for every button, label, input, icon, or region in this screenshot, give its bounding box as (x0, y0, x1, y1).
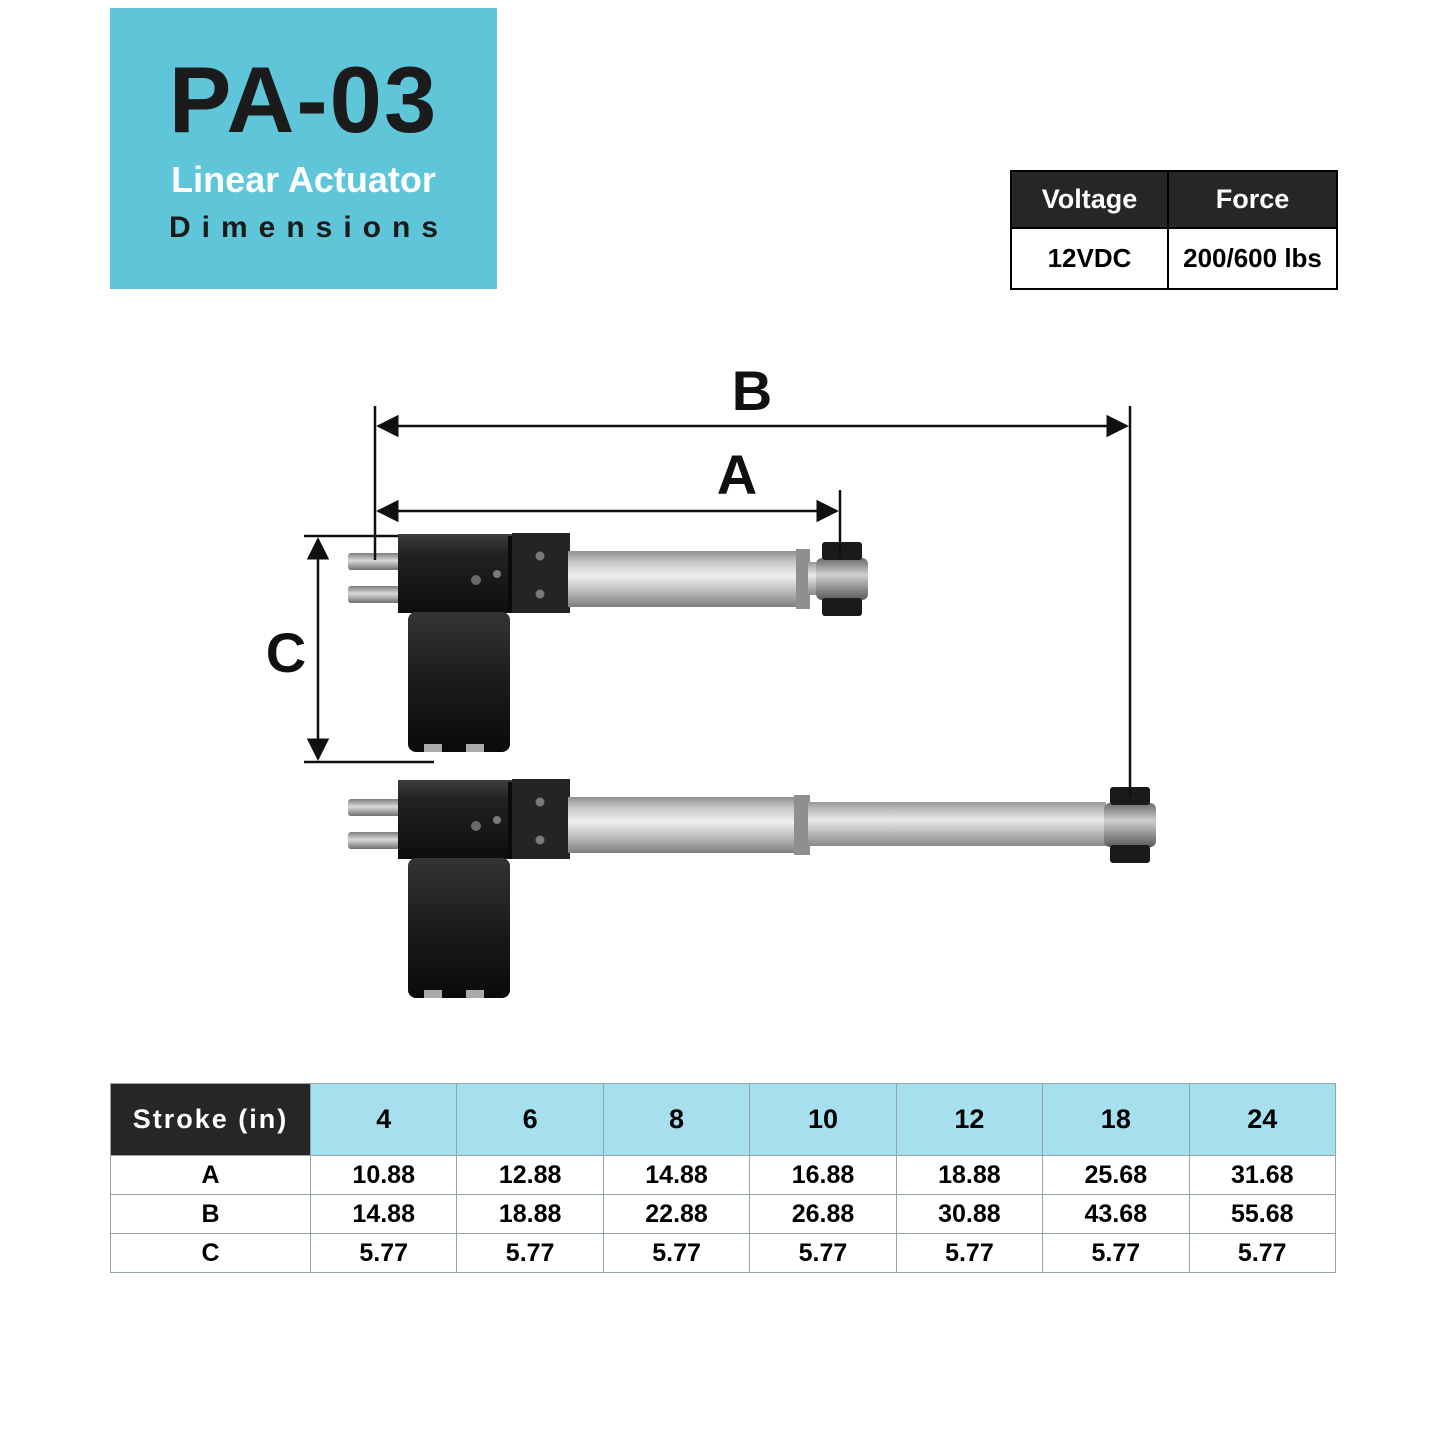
table-cell: 5.77 (456, 1233, 604, 1273)
table-cell: 55.68 (1188, 1194, 1337, 1234)
table-cell: 5.77 (895, 1233, 1044, 1273)
stroke-header-cell: Stroke (in) (110, 1083, 311, 1156)
table-cell: 18.88 (895, 1155, 1044, 1195)
table-row-a: A 10.88 12.88 14.88 16.88 18.88 25.68 31… (110, 1155, 1337, 1195)
stroke-column-header: 24 (1188, 1083, 1337, 1156)
table-cell: 26.88 (749, 1194, 897, 1234)
spec-table-header-row: Voltage Force (1010, 170, 1338, 229)
stroke-column-header: 18 (1042, 1083, 1190, 1156)
table-cell: 5.77 (1188, 1233, 1337, 1273)
voltage-value: 12VDC (1010, 227, 1169, 290)
product-subtitle: Linear Actuator (171, 158, 436, 200)
row-label-a: A (110, 1155, 311, 1195)
table-cell: 10.88 (309, 1155, 458, 1195)
voltage-header: Voltage (1010, 170, 1169, 229)
dimension-lines (304, 406, 1132, 798)
table-cell: 16.88 (749, 1155, 897, 1195)
table-row-b: B 14.88 18.88 22.88 26.88 30.88 43.68 55… (110, 1194, 1337, 1234)
force-header: Force (1167, 170, 1338, 229)
spec-table: Voltage Force 12VDC 200/600 lbs (1010, 170, 1338, 290)
table-cell: 18.88 (456, 1194, 604, 1234)
page-title: Dimensions (168, 210, 450, 244)
title-card: PA-03 Linear Actuator Dimensions (110, 8, 497, 289)
dimension-table-header-row: Stroke (in) 4 6 8 10 12 18 24 (110, 1083, 1337, 1156)
table-cell: 12.88 (456, 1155, 604, 1195)
stroke-column-header: 6 (456, 1083, 604, 1156)
spec-table-value-row: 12VDC 200/600 lbs (1010, 227, 1338, 290)
dimension-label-c: C (266, 621, 306, 684)
product-model: PA-03 (168, 46, 439, 152)
table-cell: 14.88 (602, 1155, 751, 1195)
actuator-extended-view (348, 779, 1156, 998)
table-cell: 5.77 (309, 1233, 458, 1273)
row-label-b: B (110, 1194, 311, 1234)
row-label-c: C (110, 1233, 311, 1273)
stroke-column-header: 12 (895, 1083, 1044, 1156)
actuator-retracted-view (348, 533, 868, 752)
force-value: 200/600 lbs (1167, 227, 1338, 290)
table-cell: 31.68 (1188, 1155, 1337, 1195)
table-cell: 5.77 (1042, 1233, 1190, 1273)
dimension-table: Stroke (in) 4 6 8 10 12 18 24 A 10.88 12… (110, 1083, 1337, 1273)
table-cell: 22.88 (602, 1194, 751, 1234)
table-row-c: C 5.77 5.77 5.77 5.77 5.77 5.77 5.77 (110, 1233, 1337, 1273)
stroke-column-header: 10 (749, 1083, 897, 1156)
table-cell: 5.77 (602, 1233, 751, 1273)
dimension-label-a: A (717, 443, 757, 506)
table-cell: 25.68 (1042, 1155, 1190, 1195)
table-cell: 5.77 (749, 1233, 897, 1273)
stroke-column-header: 8 (602, 1083, 751, 1156)
table-cell: 30.88 (895, 1194, 1044, 1234)
table-cell: 43.68 (1042, 1194, 1190, 1234)
dimension-label-b: B (732, 359, 772, 422)
stroke-column-header: 4 (309, 1083, 458, 1156)
table-cell: 14.88 (309, 1194, 458, 1234)
